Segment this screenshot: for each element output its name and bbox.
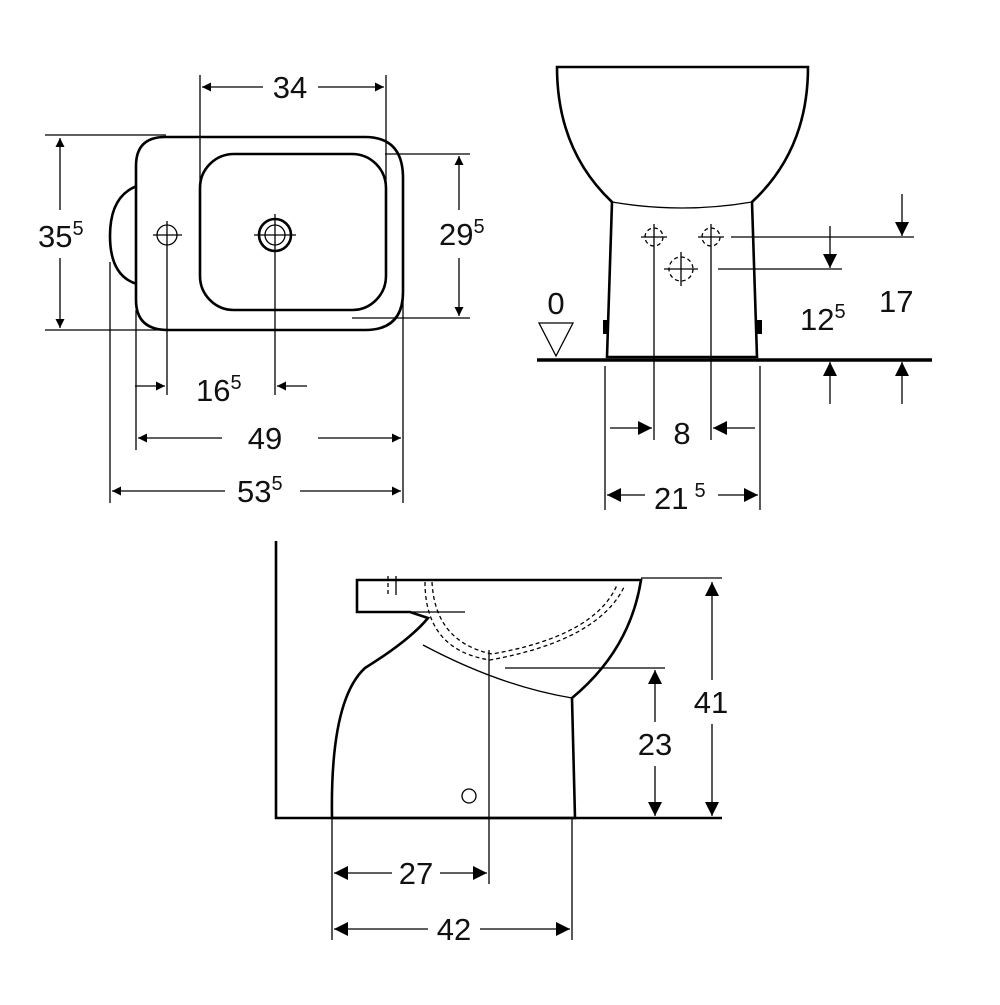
front-view-pedestal-top — [611, 201, 753, 209]
fixing-tab-right — [757, 320, 762, 334]
floor-zero-label: 0 — [547, 286, 564, 321]
floor-level-triangle — [537, 322, 575, 358]
dim-bowl-depth: 295 — [439, 216, 485, 252]
side-view-extension-lines — [331, 577, 722, 940]
water-connection-left — [641, 224, 667, 250]
side-view-base-line — [422, 644, 573, 699]
dim-tap-offset: 165 — [196, 372, 242, 408]
side-view-hidden-bowl-2 — [431, 581, 618, 655]
tap-hole-crosshair — [153, 221, 182, 250]
top-view-bowl — [198, 152, 388, 312]
dim-outer-width: 49 — [248, 421, 282, 456]
top-view-rear-bump — [108, 184, 138, 286]
side-view-outline — [330, 578, 643, 820]
top-view-outline — [134, 135, 405, 332]
dim-outlet-height-low: 125 — [800, 301, 846, 337]
dim-total-height: 41 — [694, 685, 728, 720]
dim-waste-height: 23 — [638, 727, 672, 762]
side-view-hidden-bowl-1 — [424, 581, 626, 661]
side-view-fixing-hole — [461, 788, 477, 804]
dim-overall-width: 535 — [237, 473, 283, 509]
front-view-extension-lines — [604, 236, 914, 510]
waste-connection — [664, 252, 698, 286]
dim-outlet-height-high: 17 — [879, 284, 913, 319]
side-view: 41 23 27 42 — [274, 541, 728, 947]
dim-overall-depth: 355 — [38, 218, 84, 254]
dim-total-projection: 42 — [437, 912, 471, 947]
water-connection-right — [698, 224, 724, 250]
dim-waste-distance: 27 — [399, 856, 433, 891]
drain-crosshair — [254, 214, 296, 256]
fixing-tab-left — [603, 320, 608, 334]
dim-connection-spacing: 8 — [673, 416, 690, 451]
top-view: 34 355 295 165 49 535 — [38, 70, 485, 509]
dim-bowl-width: 34 — [273, 70, 307, 105]
front-view-outline — [555, 65, 810, 359]
top-view-extension-lines — [45, 75, 470, 503]
